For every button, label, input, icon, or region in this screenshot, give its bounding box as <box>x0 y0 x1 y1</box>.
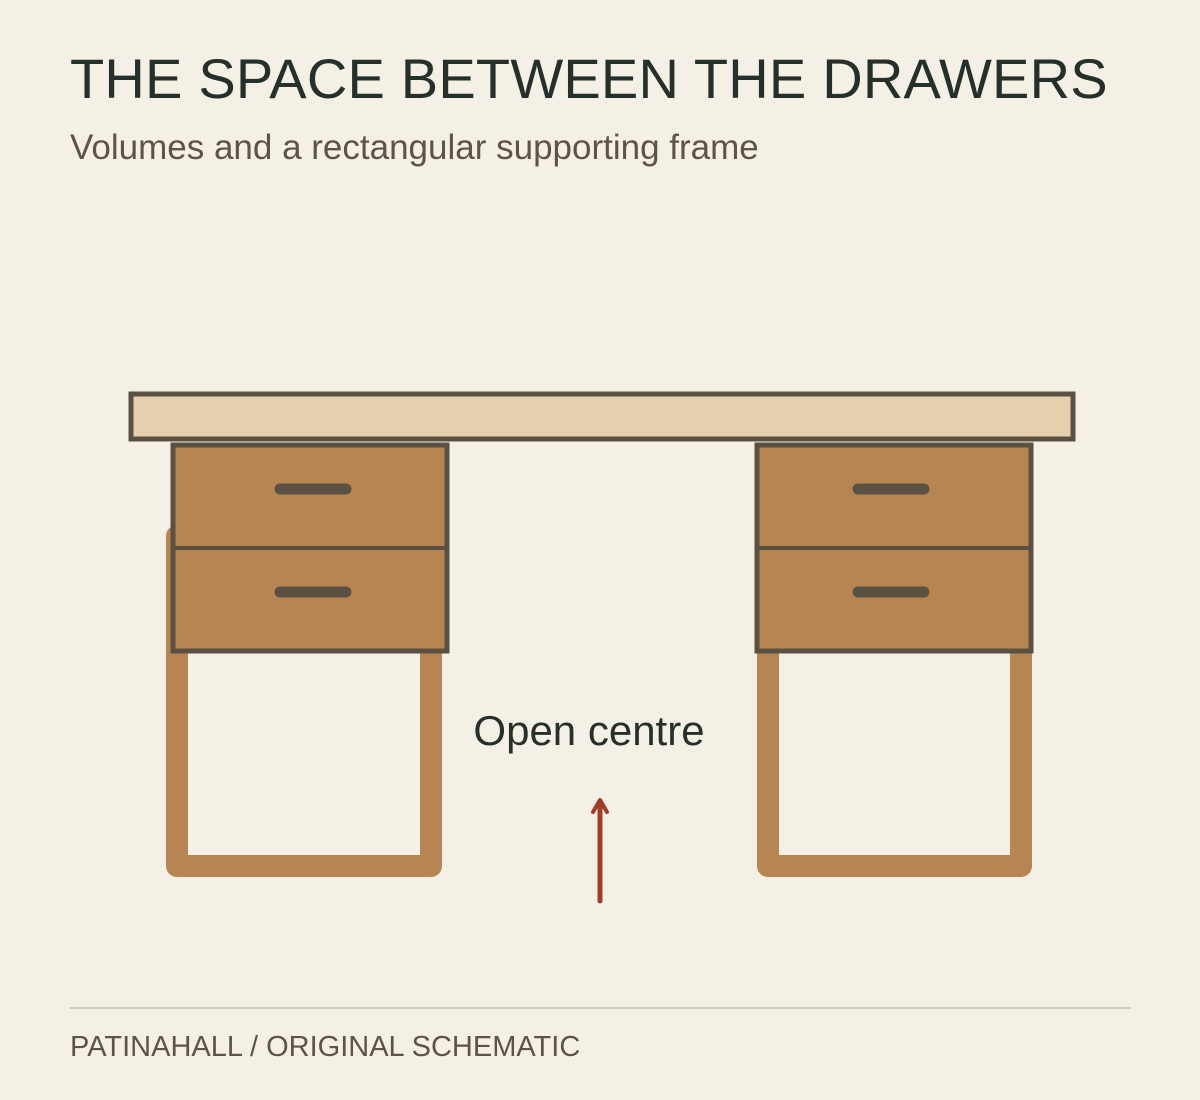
footer-credit: PATINAHALL / ORIGINAL SCHEMATIC <box>70 1031 581 1063</box>
footer-divider <box>70 1007 1131 1009</box>
page-title: THE SPACE BETWEEN THE DRAWERS <box>70 47 1108 110</box>
up-arrow-icon <box>591 798 609 904</box>
left-frame-leg <box>166 525 442 877</box>
open-centre-label: Open centre <box>473 707 704 754</box>
desktop-top <box>128 391 1076 442</box>
page-subtitle: Volumes and a rectangular supporting fra… <box>70 128 759 167</box>
left-drawer-pedestal <box>170 442 450 654</box>
right-drawer-pedestal <box>754 442 1034 654</box>
right-frame-leg <box>757 635 1032 877</box>
